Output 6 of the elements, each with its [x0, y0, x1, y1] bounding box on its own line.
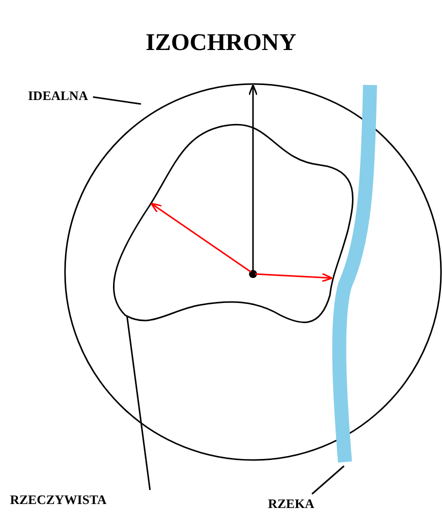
- leader-line: [312, 465, 344, 495]
- leader-line: [92, 96, 142, 105]
- arrow: [248, 84, 258, 272]
- arrow: [150, 202, 252, 273]
- leader-line: [126, 316, 151, 490]
- arrow: [254, 272, 333, 282]
